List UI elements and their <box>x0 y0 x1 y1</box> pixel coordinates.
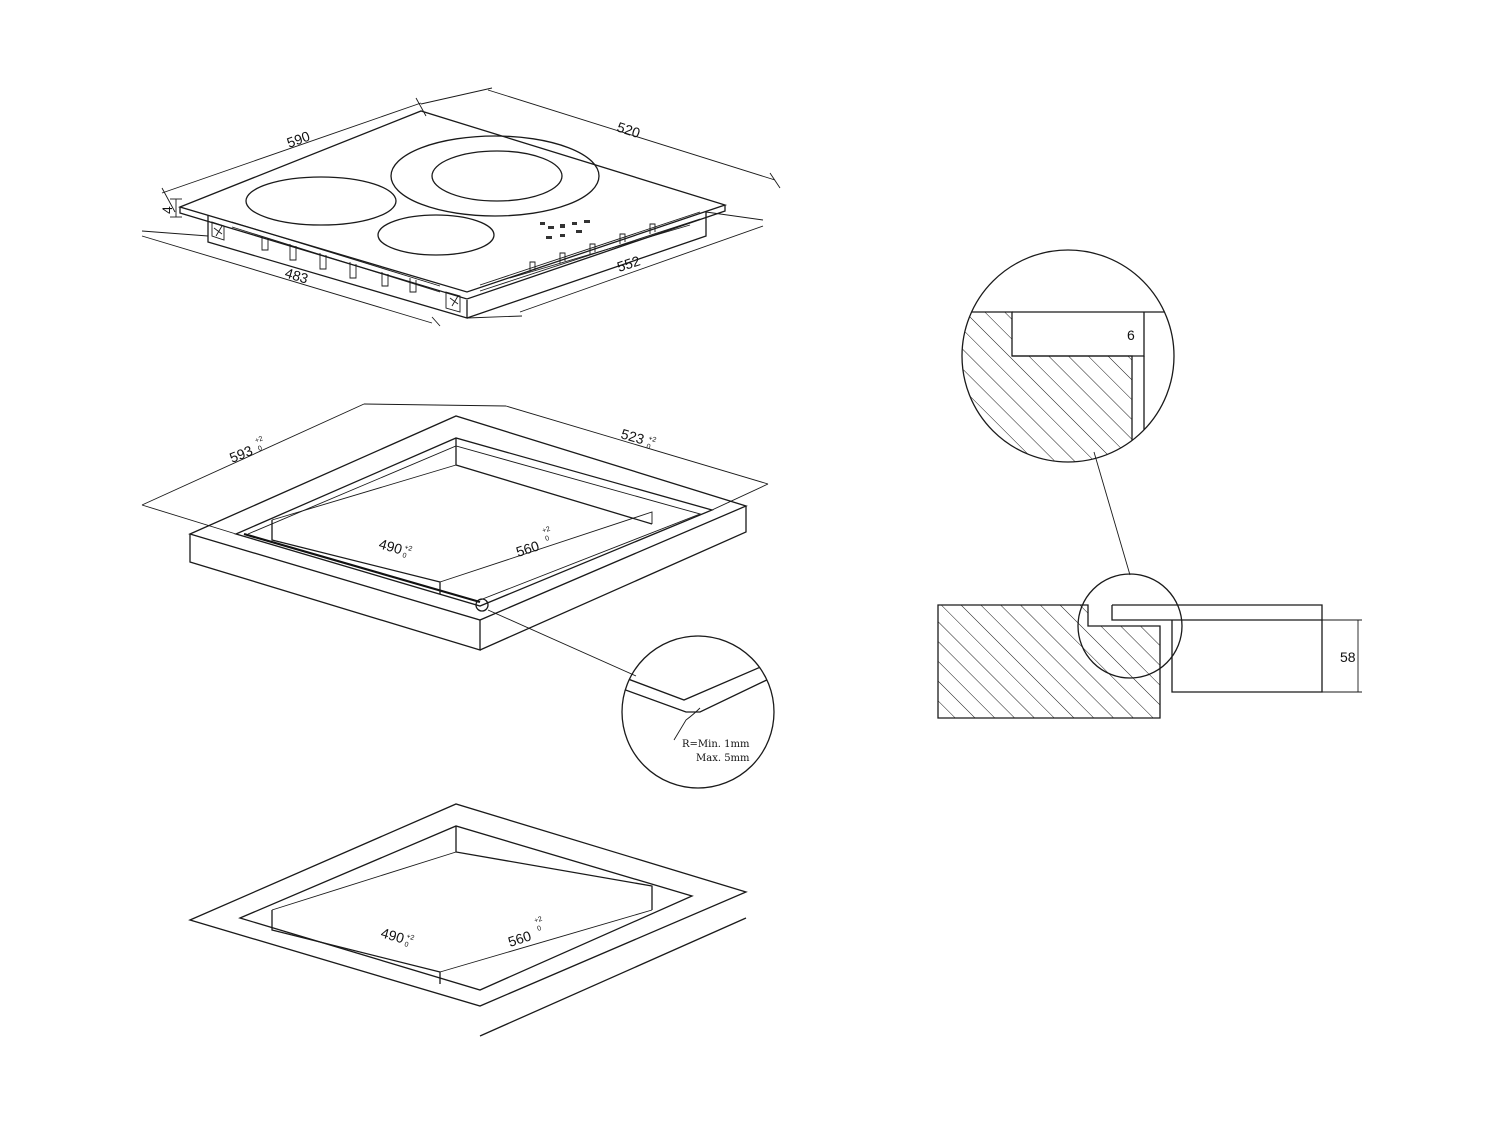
radius-detail-circle <box>621 635 775 789</box>
hob-body-section <box>1171 620 1323 693</box>
corner-detail-marker <box>475 598 489 612</box>
cooking-zone-large <box>390 135 600 217</box>
cooking-zone-small <box>377 214 495 256</box>
worktop-section <box>937 604 1161 719</box>
recess-depth-label: 523 <box>619 426 646 448</box>
tol-lower: 0 <box>544 535 550 543</box>
tol-lower: 0 <box>645 443 651 451</box>
hob-glass-top <box>178 110 728 293</box>
tol-upper: +2 <box>405 933 415 942</box>
section-view: 58 6 <box>937 249 1362 719</box>
tol-upper: +2 <box>533 916 543 925</box>
recess-dimension-lines <box>141 403 769 535</box>
control-panel-marks <box>540 220 590 239</box>
tol-lower: 0 <box>403 941 409 949</box>
tol-upper: +2 <box>254 435 264 445</box>
cut-depth-label: 560 <box>514 537 541 560</box>
tol-upper: +2 <box>647 435 657 444</box>
cut-opening-standard <box>238 825 694 991</box>
hob-depth-label: 520 <box>615 119 642 142</box>
std-cut-width-label: 490 <box>379 925 406 947</box>
cooking-zone-left <box>245 176 397 226</box>
recess-width-label: 593 <box>227 442 255 466</box>
hob-body-width-label: 552 <box>615 252 642 275</box>
tol-upper: +2 <box>541 526 551 535</box>
std-cut-depth-label: 560 <box>506 927 533 950</box>
tol-lower: 0 <box>401 552 407 560</box>
worktop-outline <box>188 803 748 1007</box>
recess-outline <box>234 437 714 607</box>
recess-height-label: 6 <box>1127 327 1135 343</box>
radius-note-line-1: R=Min. 1mm <box>682 739 750 750</box>
cooking-zone-large-inner <box>431 150 563 202</box>
tol-lower: 0 <box>536 925 542 933</box>
hob-drawing: 590 520 4 483 552 <box>141 87 781 327</box>
flush-cutout-drawing: 593 +2 0 523 +2 0 490 +2 0 560 +2 0 R=Mi… <box>141 403 775 789</box>
hob-glass-section <box>1111 604 1323 621</box>
radius-note-line-2: Max. 5mm <box>696 753 750 764</box>
hob-thickness-label: 4 <box>159 206 175 214</box>
standard-cutout-drawing: 490 +2 0 560 +2 0 <box>188 803 748 1037</box>
hob-body-depth-label: 483 <box>283 265 310 287</box>
body-height-label: 58 <box>1340 649 1356 665</box>
hob-width-label: 590 <box>285 128 313 151</box>
tol-lower: 0 <box>257 445 263 453</box>
hob-underbody <box>207 215 468 319</box>
cut-width-label: 490 <box>377 536 404 558</box>
cut-opening <box>271 520 441 594</box>
tol-upper: +2 <box>403 544 413 553</box>
hob-dimension-lines <box>141 87 781 327</box>
